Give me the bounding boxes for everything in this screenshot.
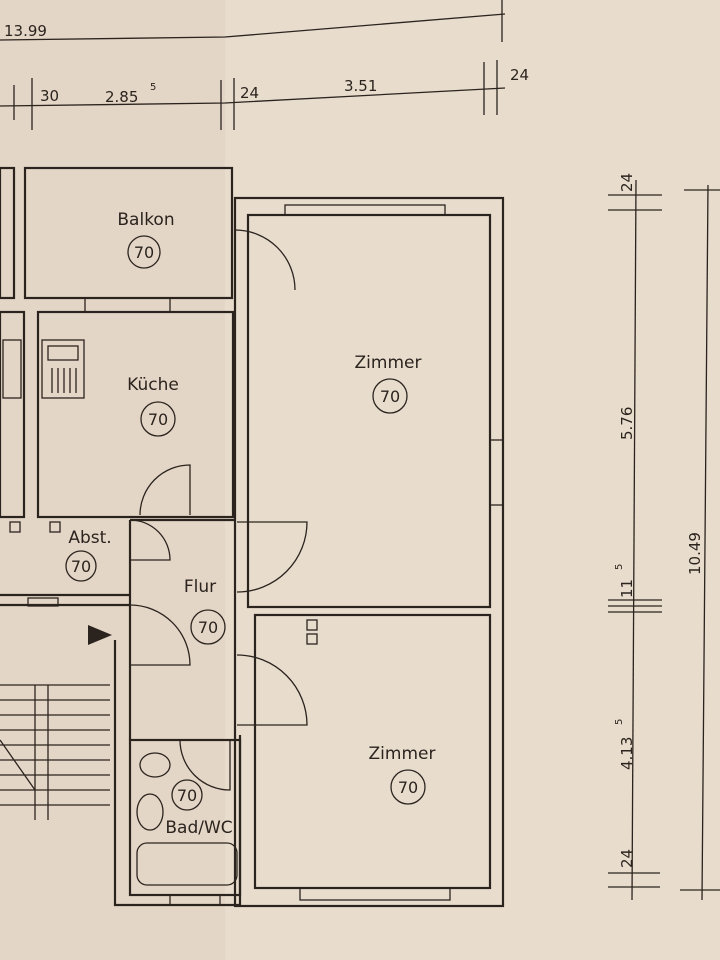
fixtures — [0, 339, 318, 886]
stove-icon — [41, 339, 85, 399]
doors — [129, 229, 308, 791]
room-code: 70 — [71, 557, 91, 576]
dim-right-413: 4.13 — [618, 737, 636, 770]
dim-top-total: 13.99 — [4, 22, 47, 40]
paper-fold-shade — [0, 0, 225, 960]
right-dimension-lines — [608, 179, 720, 901]
room-code: 70 — [380, 387, 400, 406]
room-zimmer-1: Zimmer 70 — [355, 353, 422, 414]
room-code: 70 — [177, 786, 197, 805]
walls — [0, 166, 505, 908]
dim-right-total: 10.49 — [686, 532, 704, 575]
room-zimmer-2: Zimmer 70 — [369, 744, 436, 805]
room-name: Küche — [127, 375, 179, 395]
dim-right-24-bottom: 24 — [618, 849, 636, 868]
room-name: Flur — [184, 577, 216, 597]
room-code: 70 — [398, 778, 418, 797]
dim-top-30: 30 — [40, 87, 59, 105]
right-dimension-texts: 24 5.76 11 5 4.13 5 24 10.49 — [614, 173, 704, 868]
room-name: Zimmer — [369, 744, 436, 764]
dim-right-413-sup: 5 — [614, 719, 625, 725]
room-balkon: Balkon 70 — [117, 210, 175, 269]
room-name: Abst. — [68, 528, 111, 548]
room-flur: Flur 70 — [184, 577, 226, 645]
room-name: Balkon — [117, 210, 174, 230]
top-dimension-lines — [0, 0, 506, 130]
dim-right-11-sup: 5 — [614, 564, 625, 570]
dim-top-285: 2.85 — [105, 88, 138, 106]
room-code: 70 — [148, 410, 168, 429]
dim-right-576: 5.76 — [618, 407, 636, 440]
dim-right-24-top: 24 — [618, 173, 636, 192]
room-code: 70 — [134, 243, 154, 262]
dim-top-285-sup: 5 — [150, 82, 156, 93]
room-bad: 70 Bad/WC — [165, 779, 233, 838]
room-code: 70 — [198, 618, 218, 637]
room-name: Zimmer — [355, 353, 422, 373]
dim-top-24a: 24 — [240, 84, 259, 102]
bathtub-icon — [136, 842, 238, 886]
stair-arrow-icon — [88, 625, 112, 645]
room-kueche: Küche 70 — [127, 375, 179, 437]
dim-right-11: 11 — [618, 579, 636, 598]
dim-top-24b: 24 — [510, 66, 529, 84]
dim-top-351: 3.51 — [344, 77, 377, 95]
room-name: Bad/WC — [165, 818, 232, 838]
sink-icon — [139, 752, 171, 778]
room-abst: Abst. 70 — [65, 528, 112, 582]
toilet-icon — [136, 793, 164, 831]
